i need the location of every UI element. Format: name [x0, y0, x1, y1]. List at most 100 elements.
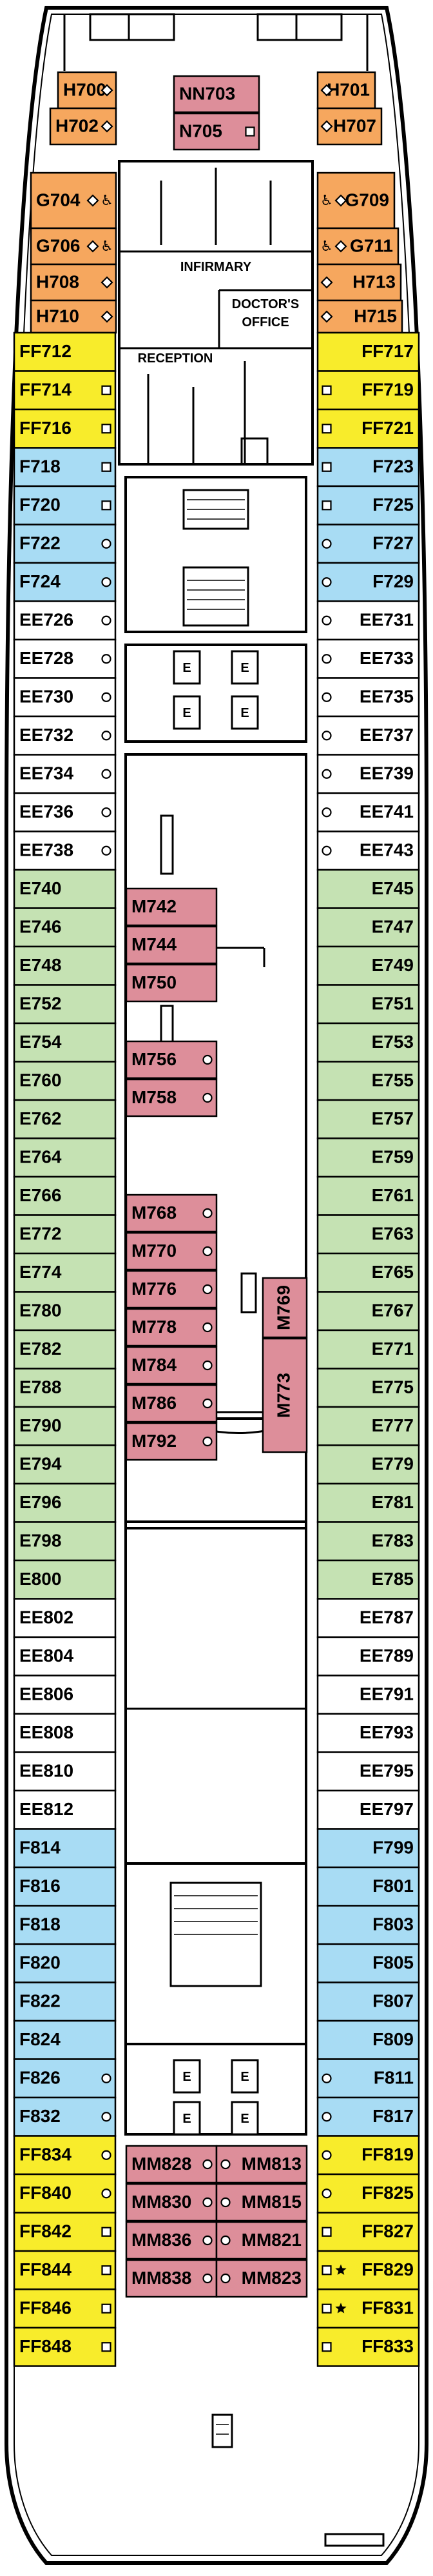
cabin-F725[interactable]: F725: [316, 485, 420, 526]
cabin-F817[interactable]: F817: [316, 2096, 420, 2137]
cabin-H710[interactable]: H710: [30, 299, 117, 334]
cabin-E760[interactable]: E760: [13, 1061, 117, 1101]
cabin-H701[interactable]: H701: [316, 71, 376, 110]
cabin-FF829[interactable]: FF829: [316, 2250, 420, 2290]
cabin-F805[interactable]: F805: [316, 1943, 420, 1983]
cabin-E761[interactable]: E761: [316, 1175, 420, 1216]
cabin-E780[interactable]: E780: [13, 1291, 117, 1332]
cabin-FF716[interactable]: FF716: [13, 408, 117, 449]
cabin-MM838[interactable]: MM838: [125, 2259, 218, 2298]
cabin-E754[interactable]: E754: [13, 1022, 117, 1063]
cabin-E790[interactable]: E790: [13, 1406, 117, 1446]
cabin-E762[interactable]: E762: [13, 1099, 117, 1139]
cabin-H700[interactable]: H700: [57, 71, 117, 110]
cabin-M756[interactable]: M756: [125, 1040, 218, 1079]
cabin-F803[interactable]: F803: [316, 1905, 420, 1945]
cabin-FF717[interactable]: FF717: [316, 331, 420, 372]
cabin-MM823[interactable]: MM823: [215, 2259, 308, 2298]
cabin-M758[interactable]: M758: [125, 1078, 218, 1117]
cabin-E764[interactable]: E764: [13, 1137, 117, 1178]
cabin-E763[interactable]: E763: [316, 1214, 420, 1255]
cabin-G709[interactable]: G709♿: [316, 172, 396, 230]
cabin-F822[interactable]: F822: [13, 1981, 117, 2022]
cabin-M773[interactable]: M773: [262, 1337, 308, 1453]
cabin-E783[interactable]: E783: [316, 1521, 420, 1562]
cabin-EE808[interactable]: EE808: [13, 1713, 117, 1753]
cabin-E782[interactable]: E782: [13, 1329, 117, 1370]
cabin-EE741[interactable]: EE741: [316, 792, 420, 832]
cabin-FF842[interactable]: FF842: [13, 2212, 117, 2252]
cabin-FF712[interactable]: FF712: [13, 331, 117, 372]
cabin-M742[interactable]: M742: [125, 887, 218, 927]
cabin-F722[interactable]: F722: [13, 524, 117, 564]
cabin-F832[interactable]: F832: [13, 2096, 117, 2137]
cabin-E751[interactable]: E751: [316, 984, 420, 1025]
cabin-EE726[interactable]: EE726: [13, 600, 117, 641]
cabin-M792[interactable]: M792: [125, 1422, 218, 1461]
cabin-E800[interactable]: E800: [13, 1559, 117, 1600]
cabin-FF825[interactable]: FF825: [316, 2173, 420, 2214]
cabin-G711[interactable]: G711♿: [316, 227, 399, 266]
cabin-NN703[interactable]: NN703: [173, 75, 260, 113]
cabin-EE737[interactable]: EE737: [316, 715, 420, 756]
cabin-FF840[interactable]: FF840: [13, 2173, 117, 2214]
cabin-F729[interactable]: F729: [316, 562, 420, 602]
cabin-E745[interactable]: E745: [316, 869, 420, 909]
cabin-FF844[interactable]: FF844: [13, 2250, 117, 2290]
cabin-E755[interactable]: E755: [316, 1061, 420, 1101]
cabin-H715[interactable]: H715: [316, 299, 403, 334]
cabin-M776[interactable]: M776: [125, 1270, 218, 1309]
cabin-MM828[interactable]: MM828: [125, 2145, 218, 2184]
cabin-EE804[interactable]: EE804: [13, 1636, 117, 1676]
cabin-EE810[interactable]: EE810: [13, 1751, 117, 1792]
cabin-E766[interactable]: E766: [13, 1175, 117, 1216]
cabin-F723[interactable]: F723: [316, 447, 420, 487]
cabin-F807[interactable]: F807: [316, 1981, 420, 2022]
cabin-E785[interactable]: E785: [316, 1559, 420, 1600]
cabin-G704[interactable]: G704♿: [30, 172, 117, 230]
cabin-E772[interactable]: E772: [13, 1214, 117, 1255]
cabin-MM813[interactable]: MM813: [215, 2145, 308, 2184]
cabin-M769[interactable]: M769: [262, 1277, 308, 1339]
cabin-EE733[interactable]: EE733: [316, 638, 420, 679]
cabin-EE789[interactable]: EE789: [316, 1636, 420, 1676]
cabin-FF833[interactable]: FF833: [316, 2326, 420, 2367]
cabin-E765[interactable]: E765: [316, 1252, 420, 1293]
cabin-M786[interactable]: M786: [125, 1384, 218, 1423]
cabin-FF719[interactable]: FF719: [316, 370, 420, 411]
cabin-EE730[interactable]: EE730: [13, 677, 117, 718]
cabin-F820[interactable]: F820: [13, 1943, 117, 1983]
cabin-EE812[interactable]: EE812: [13, 1789, 117, 1830]
cabin-M768[interactable]: M768: [125, 1194, 218, 1233]
cabin-EE735[interactable]: EE735: [316, 677, 420, 718]
cabin-FF831[interactable]: FF831: [316, 2288, 420, 2329]
cabin-EE787[interactable]: EE787: [316, 1598, 420, 1638]
cabin-E752[interactable]: E752: [13, 984, 117, 1025]
cabin-H708[interactable]: H708: [30, 263, 117, 302]
cabin-MM830[interactable]: MM830: [125, 2183, 218, 2222]
cabin-E747[interactable]: E747: [316, 907, 420, 948]
cabin-EE793[interactable]: EE793: [316, 1713, 420, 1753]
cabin-E748[interactable]: E748: [13, 945, 117, 986]
cabin-F814[interactable]: F814: [13, 1828, 117, 1869]
cabin-H702[interactable]: H702: [49, 107, 117, 146]
cabin-FF848[interactable]: FF848: [13, 2326, 117, 2367]
cabin-F811[interactable]: F811: [316, 2058, 420, 2099]
cabin-F809[interactable]: F809: [316, 2020, 420, 2060]
cabin-EE797[interactable]: EE797: [316, 1789, 420, 1830]
cabin-F727[interactable]: F727: [316, 524, 420, 564]
cabin-H707[interactable]: H707: [316, 107, 383, 146]
cabin-EE743[interactable]: EE743: [316, 831, 420, 871]
cabin-MM836[interactable]: MM836: [125, 2221, 218, 2260]
cabin-E740[interactable]: E740: [13, 869, 117, 909]
cabin-F720[interactable]: F720: [13, 485, 117, 526]
cabin-MM815[interactable]: MM815: [215, 2183, 308, 2222]
cabin-F718[interactable]: F718: [13, 447, 117, 487]
cabin-F824[interactable]: F824: [13, 2020, 117, 2060]
cabin-H713[interactable]: H713: [316, 263, 402, 302]
cabin-EE806[interactable]: EE806: [13, 1675, 117, 1715]
cabin-G706[interactable]: G706♿: [30, 227, 117, 266]
cabin-EE728[interactable]: EE728: [13, 638, 117, 679]
cabin-E757[interactable]: E757: [316, 1099, 420, 1139]
cabin-F799[interactable]: F799: [316, 1828, 420, 1869]
